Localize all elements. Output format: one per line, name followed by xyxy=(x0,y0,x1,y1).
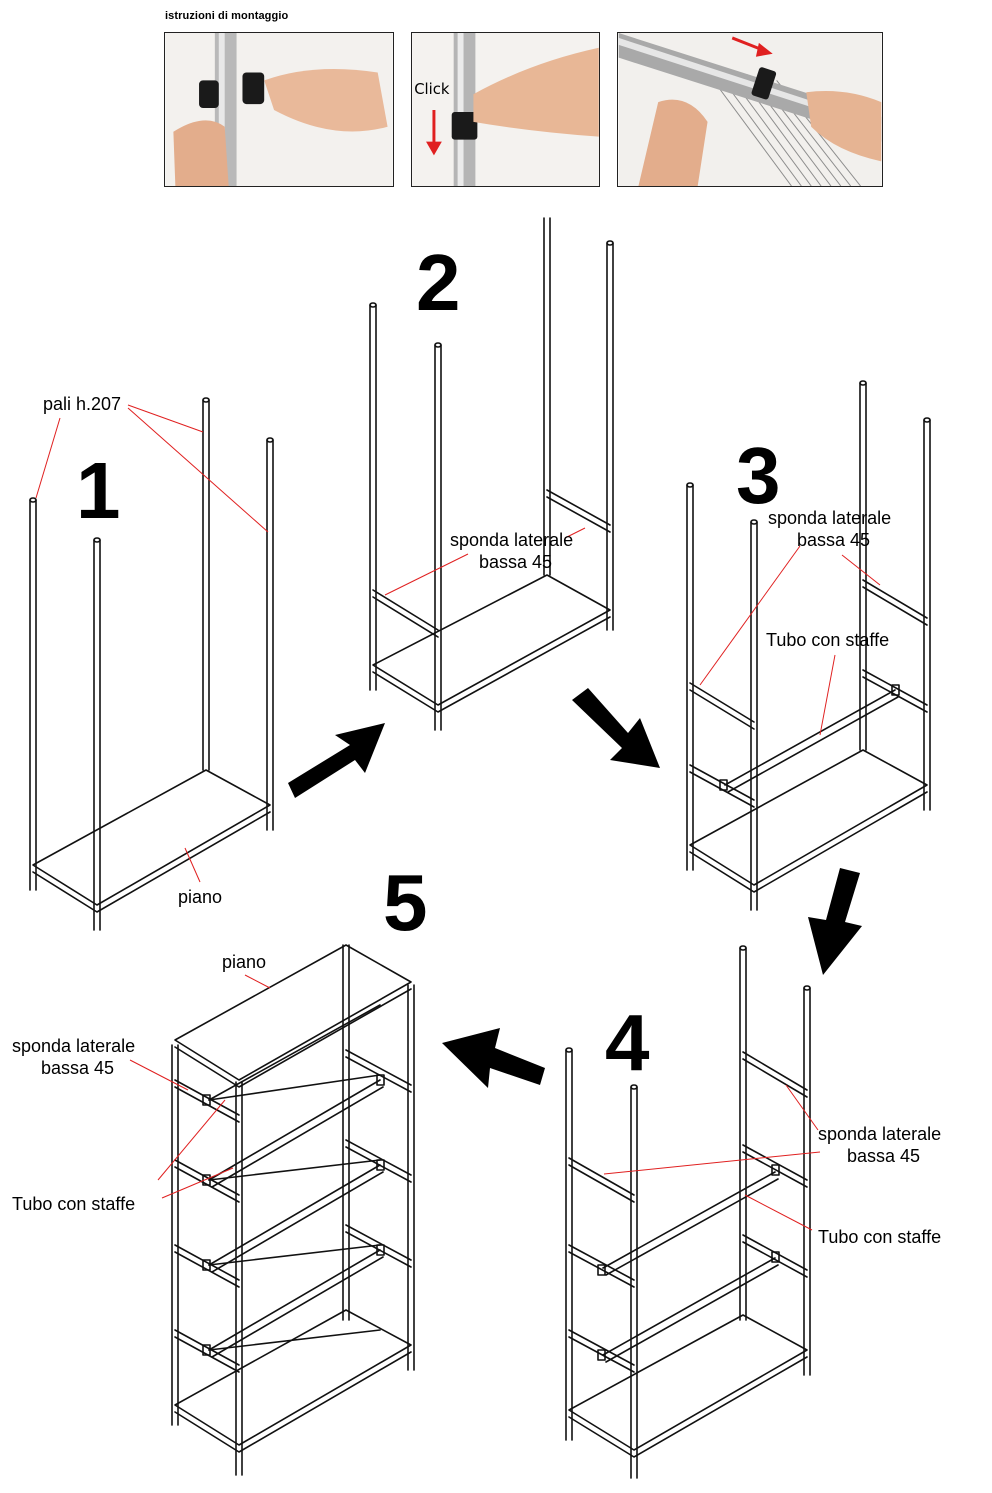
arrow-step3-to-4 xyxy=(808,868,862,975)
step-2-side-label-2: bassa 45 xyxy=(479,552,552,572)
step-4-drawing xyxy=(565,945,811,1479)
photo-attach-tube xyxy=(617,32,883,187)
step-3-side-label-2: bassa 45 xyxy=(797,530,870,550)
step-1-number: 1 xyxy=(76,446,121,535)
step-3-number: 3 xyxy=(736,431,781,520)
step-3-tube-label: Tubo con staffe xyxy=(766,630,889,650)
step-2-side-label-1: sponda laterale xyxy=(450,530,573,550)
click-caption: Click xyxy=(414,81,450,98)
photo-clip-hold xyxy=(164,32,394,187)
step-4-side-label-1: sponda laterale xyxy=(818,1124,941,1144)
step-5-number: 5 xyxy=(383,858,428,947)
step-1-poles-label: pali h.207 xyxy=(43,394,121,414)
step-1-shelf-label: piano xyxy=(178,887,222,907)
step-4-side-label-2: bassa 45 xyxy=(847,1146,920,1166)
step-5-side-label-2: bassa 45 xyxy=(41,1058,114,1078)
step-2-number: 2 xyxy=(416,238,461,327)
step-5-shelf-label: piano xyxy=(222,952,266,972)
step-1-drawing xyxy=(29,397,274,931)
step-4-number: 4 xyxy=(605,998,650,1087)
step-4-tube-label: Tubo con staffe xyxy=(818,1227,941,1247)
arrow-step2-to-3 xyxy=(572,688,660,768)
step-2-drawing xyxy=(369,217,614,731)
instructions-title: istruzioni di montaggio xyxy=(165,10,289,22)
arrow-step1-to-2 xyxy=(288,723,385,798)
step-3-drawing xyxy=(686,380,931,911)
step-3-side-label-1: sponda laterale xyxy=(768,508,891,528)
step-5-side-label-1: sponda laterale xyxy=(12,1036,135,1056)
step-5-drawing xyxy=(171,944,415,1476)
step-5-tube-label: Tubo con staffe xyxy=(12,1194,135,1214)
arrow-step4-to-5 xyxy=(442,1028,545,1088)
photo-clip-click: Click xyxy=(411,32,600,187)
